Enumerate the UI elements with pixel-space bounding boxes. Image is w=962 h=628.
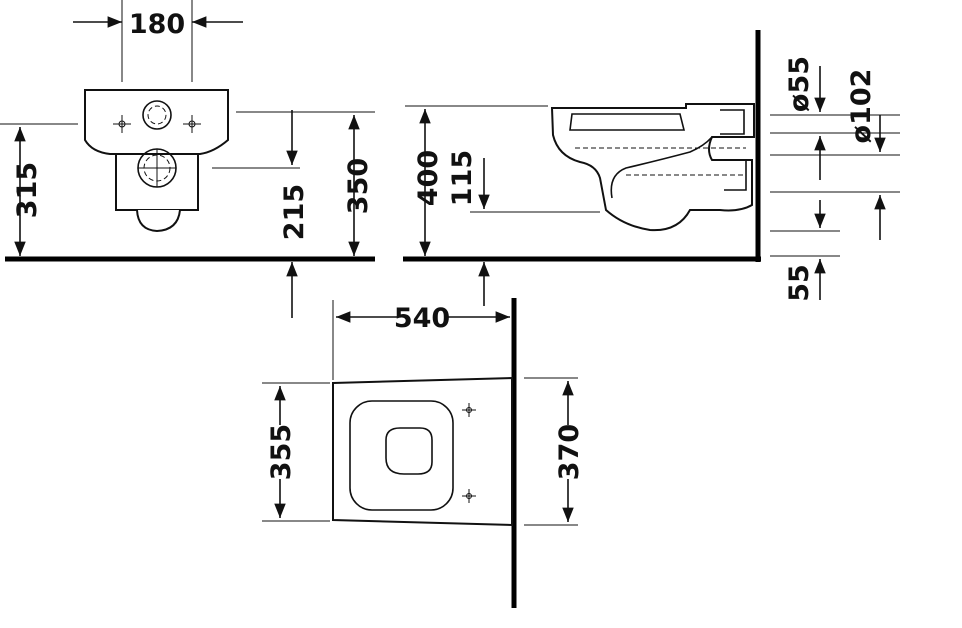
- dim-pipe-102: ø102: [846, 69, 877, 144]
- front-bowl-trap: [136, 209, 181, 233]
- dim-top-length: 540: [394, 303, 450, 334]
- side-inlet-pipe: [720, 109, 745, 135]
- front-inlet-circle-inner: [147, 105, 167, 125]
- dim-front-width: 180: [129, 9, 185, 40]
- dim-pipe-55: ø55: [784, 56, 815, 112]
- dim-front-height-215: 215: [279, 184, 310, 240]
- side-bowl-seat: [569, 113, 686, 131]
- top-seat-outline: [349, 400, 454, 511]
- top-fixing-lower: [462, 489, 476, 503]
- front-fixing-left: [113, 115, 131, 133]
- side-bowl-inner: [610, 136, 713, 199]
- front-fixing-right: [183, 115, 201, 133]
- side-bowl-body: [550, 103, 755, 232]
- dim-side-height-115: 115: [447, 150, 478, 206]
- dim-front-height-315: 315: [12, 162, 43, 218]
- side-view: ø55 ø102 55 400 115: [403, 30, 900, 306]
- top-view: 540 355 370: [262, 298, 585, 608]
- front-inlet-circle: [142, 100, 172, 130]
- dim-top-width-355: 355: [266, 424, 297, 480]
- front-bowl-rim: [84, 89, 229, 155]
- top-bowl-outline: [332, 376, 513, 527]
- dim-wall-offset-55: 55: [784, 264, 815, 302]
- top-fixing-upper: [462, 403, 476, 417]
- side-outlet-pipe: [724, 159, 747, 191]
- front-view: 180 315 350 215: [0, 0, 375, 318]
- dim-front-height-350: 350: [343, 158, 374, 214]
- top-bowl-opening: [385, 427, 433, 475]
- dim-top-width-370: 370: [554, 424, 585, 480]
- dim-side-height-400: 400: [413, 150, 444, 206]
